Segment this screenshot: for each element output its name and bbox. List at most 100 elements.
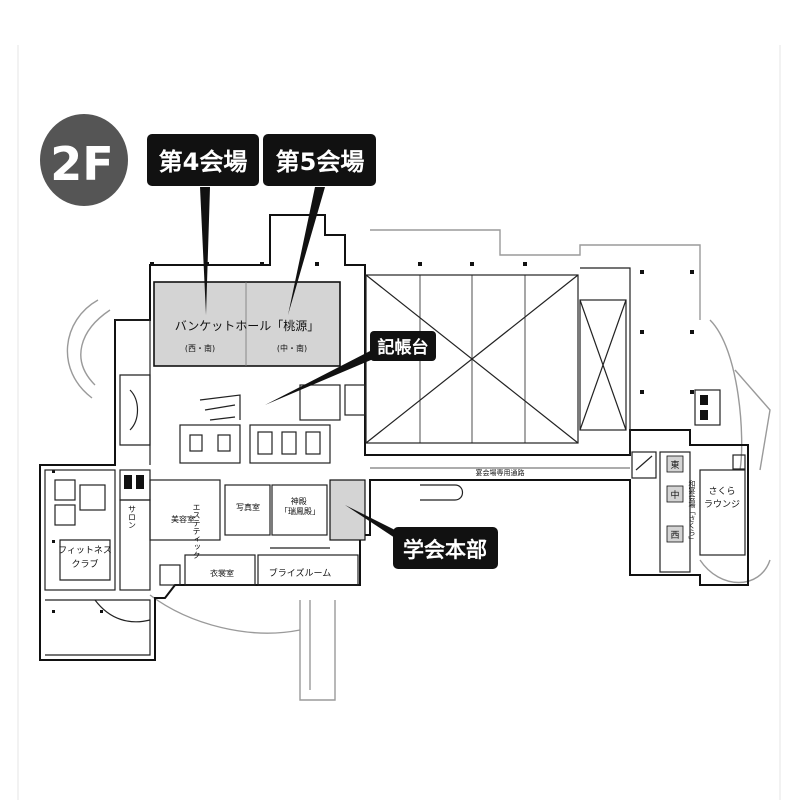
- column: [260, 262, 264, 266]
- callout-hall4-box: [147, 134, 259, 186]
- headquarters-leader: [345, 505, 398, 540]
- callout-kichodai-box: [370, 331, 436, 361]
- column: [315, 262, 319, 266]
- esthetic-entry-mark: [136, 475, 144, 489]
- side-hall-frame: [579, 299, 627, 431]
- shrine-room-label: 神殿 「瑞鳳殿」: [280, 496, 320, 516]
- photo-room-label: 写真室: [236, 502, 260, 512]
- callout-headquarters-label: 学会本部: [403, 538, 487, 562]
- outline-arc-east-bottom: [699, 559, 771, 584]
- callout-hall4: 第4会場: [147, 134, 259, 186]
- kichodai-leader: [265, 350, 378, 405]
- column: [640, 390, 644, 394]
- corridor: 宴会場専用通路: [370, 467, 630, 501]
- west-stair-curve: [129, 389, 139, 431]
- esthetic-entry-mark: [124, 475, 132, 489]
- column: [52, 540, 55, 543]
- side-hall-diagonal-2: [579, 299, 627, 431]
- sakura-lounge-label-1: さくら: [708, 486, 735, 497]
- fitness-label-2: クラブ: [71, 558, 98, 570]
- shrine-room-label-line: 神殿: [291, 496, 307, 506]
- lounge-service: [732, 454, 746, 470]
- west-wing: エステティック サロン フィットネス クラブ: [44, 469, 201, 656]
- stair-east: [344, 384, 366, 416]
- stair-east-wing: [694, 389, 721, 426]
- east-hall-label: 東: [670, 459, 679, 471]
- south-rooms: 美容室 写真室 神殿 「瑞鳳殿」 衣裳室 ブライズルーム: [149, 479, 366, 586]
- fitness-room: [54, 504, 76, 526]
- west-hall-label: 西: [670, 530, 679, 541]
- column: [523, 262, 527, 266]
- esthetic-salon: [119, 499, 151, 591]
- beauty-room-label: 美容室: [171, 514, 195, 524]
- elevator: [217, 434, 231, 452]
- outer-walls: [39, 214, 749, 661]
- outline-arc-east: [709, 319, 743, 471]
- stair-east-mark: [700, 395, 708, 405]
- photo-room: [224, 484, 271, 536]
- banquet-hall-center-label: (中・南): [277, 343, 307, 353]
- east-wing: 東 中 西 和宴会場「さくら」 さくら ラウンジ: [631, 389, 746, 573]
- shrine-room-label-line: 「瑞鳳殿」: [280, 506, 320, 516]
- costume-room-label: 衣裳室: [210, 568, 234, 578]
- hall4-leader: [200, 187, 210, 315]
- sakura-lounge: [699, 469, 746, 556]
- hall5-leader: [288, 187, 325, 315]
- callout-kichodai: 記帳台: [370, 331, 436, 361]
- banquet-hall-west-label: (西・南): [185, 343, 215, 353]
- service-room: [299, 384, 341, 421]
- outline-south-wing: [299, 600, 336, 701]
- building-outline: [39, 214, 749, 661]
- stair-east-mark: [700, 410, 708, 420]
- bride-room: [257, 554, 359, 586]
- center-hall-label: 中: [670, 489, 679, 501]
- corridor-curve: [420, 484, 464, 501]
- japanese-banquet: [659, 451, 691, 573]
- restroom-block: [249, 424, 331, 464]
- callout-headquarters-box: [393, 527, 498, 569]
- restroom: [305, 431, 321, 455]
- callout-hall5-box: [263, 134, 376, 186]
- banquet-hall-label: バンケットホール「桃源」: [175, 318, 320, 333]
- west-hall-badge: [666, 525, 684, 543]
- fitness-room: [59, 539, 111, 581]
- column: [690, 270, 694, 274]
- center-hall-badge: [666, 485, 684, 503]
- banquet-hall-area: [153, 281, 341, 367]
- esthetic-salon-label-line: エステティック: [145, 503, 201, 559]
- column: [100, 610, 103, 613]
- restroom: [281, 431, 297, 455]
- elevator: [189, 434, 203, 452]
- outline-arc-south: [149, 594, 301, 634]
- lobby-stair: [199, 394, 241, 420]
- sakura-lounge-label-2: ラウンジ: [704, 499, 740, 510]
- column: [150, 262, 154, 266]
- headquarters-room: [329, 479, 366, 541]
- outline-east-wing: [734, 369, 771, 471]
- east-hall-badge: [666, 455, 684, 473]
- fitness-club: [44, 469, 116, 591]
- floor-badge-circle: [40, 114, 128, 206]
- restroom: [257, 431, 273, 455]
- column: [52, 470, 55, 473]
- column: [640, 270, 644, 274]
- corridor-label: 宴会場専用通路: [476, 468, 525, 477]
- bride-room-label: ブライズルーム: [269, 567, 331, 579]
- costume-room: [184, 554, 256, 586]
- outer-grey-lines: [66, 229, 771, 701]
- callout-kichodai-label: 記帳台: [378, 337, 429, 358]
- japanese-banquet-label: 和宴会場「さくら」: [688, 479, 696, 543]
- banquet-hall: バンケットホール「桃源」 (西・南) (中・南): [153, 281, 341, 367]
- leader-lines: [200, 187, 398, 540]
- stair-southwest: [159, 564, 181, 586]
- column: [690, 390, 694, 394]
- lobby-stair-step: [204, 404, 236, 411]
- east-service: [631, 451, 657, 479]
- shrine-room: [271, 484, 328, 536]
- callout-headquarters: 学会本部: [393, 527, 498, 569]
- callout-hall5-label: 第5会場: [276, 148, 365, 176]
- fitness-label-1: フィットネス: [58, 545, 112, 556]
- callout-hall4-label: 第4会場: [159, 148, 248, 176]
- west-stair-room: [119, 374, 151, 446]
